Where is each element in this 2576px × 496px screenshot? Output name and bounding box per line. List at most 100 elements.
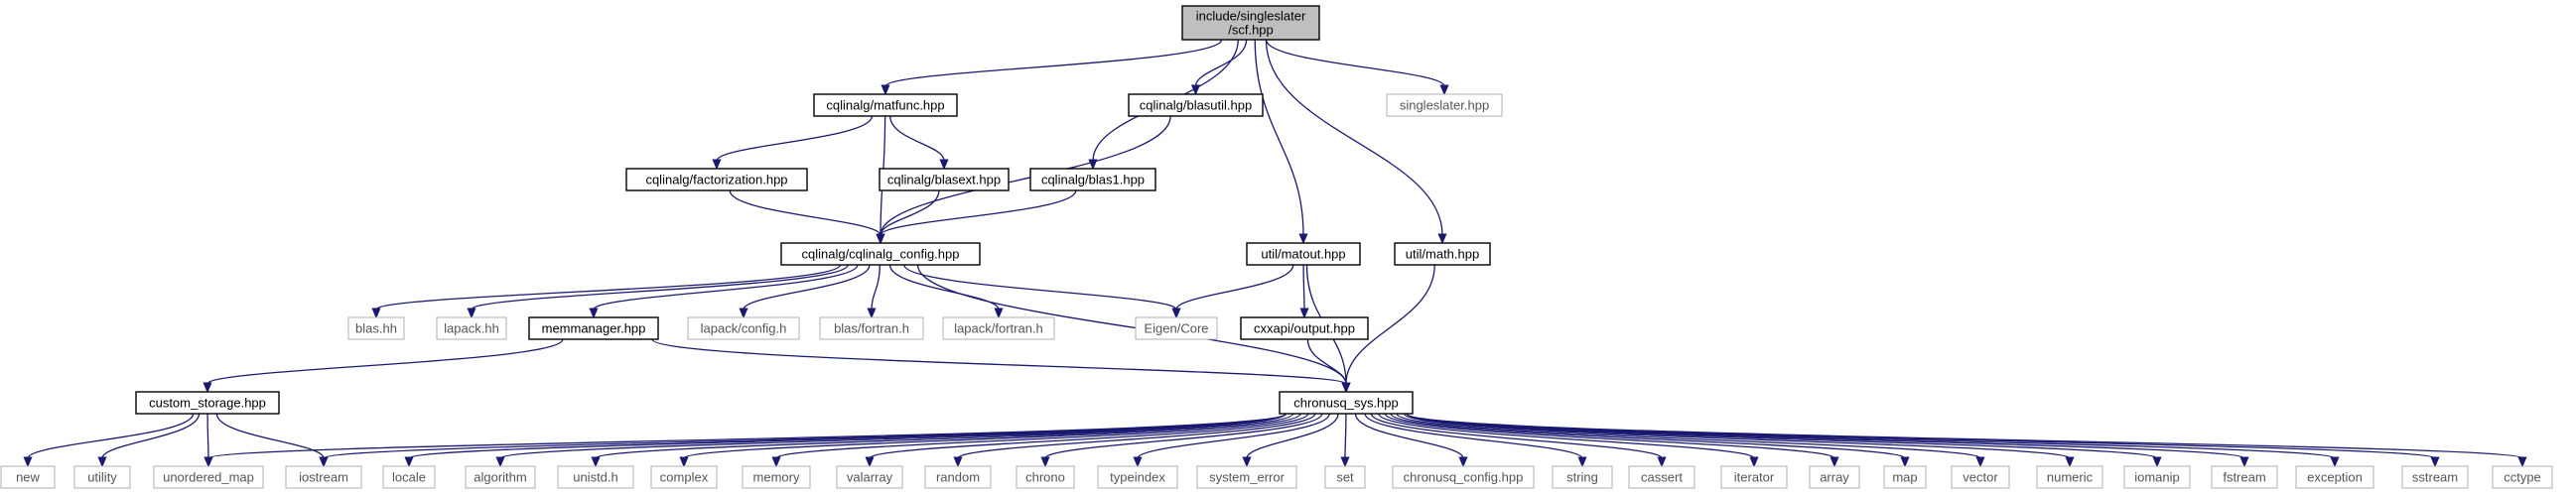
edge-config-to-memmanager	[593, 264, 859, 310]
node-label: Eigen/Core	[1144, 321, 1208, 336]
node-label: array	[1820, 470, 1849, 485]
node-label: cqlinalg/factorization.hpp	[645, 173, 787, 187]
edge-sys-to-cassert	[1370, 413, 1663, 459]
edge-arrowhead	[679, 456, 689, 468]
edge-arrowhead	[939, 159, 949, 171]
edge-custom-to-unordered-map	[206, 413, 209, 459]
edge-sys-to-map	[1390, 413, 1906, 459]
node-unordered-map: unordered_map	[153, 465, 264, 489]
edge-arrowhead	[1458, 456, 1468, 468]
node-chronusq-config: chronusq_config.hpp	[1392, 465, 1535, 489]
node-custom[interactable]: custom_storage.hpp	[135, 391, 280, 415]
edge-arrowhead	[865, 456, 875, 468]
edge-arrowhead	[867, 308, 877, 319]
node-set: set	[1324, 465, 1366, 489]
node-label: iomanip	[2134, 470, 2180, 485]
node-box	[1196, 465, 1297, 489]
node-label: util/matout.hpp	[1261, 247, 1345, 262]
node-box	[436, 316, 507, 340]
edge-arrowhead	[2152, 456, 2162, 468]
edge-custom-to-utility	[101, 413, 201, 459]
edge-arrowhead	[1299, 308, 1309, 319]
edge-arrowhead	[1900, 456, 1910, 468]
edge-arrowhead	[1749, 456, 1759, 468]
node-box	[1386, 93, 1503, 117]
edge-matout-to-eigen	[1175, 264, 1294, 310]
edge-arrowhead	[1437, 233, 1447, 245]
node-box	[819, 316, 924, 340]
node-locale: locale	[382, 465, 436, 489]
node-math[interactable]: util/math.hpp	[1394, 242, 1491, 266]
node-blas1[interactable]: cqlinalg/blas1.hpp	[1029, 168, 1156, 191]
edge-sys-to-unistd	[595, 413, 1288, 459]
node-cxxapi[interactable]: cxxapi/output.hpp	[1240, 316, 1369, 340]
edge-arrowhead	[1577, 456, 1587, 468]
node-label: utility	[87, 470, 117, 485]
edge-arrowhead	[1830, 456, 1839, 468]
node-label: cqlinalg/blasext.hpp	[887, 173, 1001, 187]
node-box	[1392, 465, 1535, 489]
edge-sys-to-set	[1344, 413, 1347, 459]
node-iostream: iostream	[285, 465, 362, 489]
node-box	[1279, 391, 1414, 415]
edge-arrowhead	[1340, 456, 1350, 468]
node-blashh: blas.hh	[347, 316, 405, 340]
node-memmanager[interactable]: memmanager.hpp	[528, 316, 659, 340]
node-factorization[interactable]: cqlinalg/factorization.hpp	[625, 168, 808, 191]
edge-arrowhead	[994, 308, 1004, 319]
edge-sys-to-string	[1364, 413, 1583, 459]
node-blasutil[interactable]: cqlinalg/blasutil.hpp	[1128, 93, 1264, 117]
node-box	[1951, 465, 2010, 489]
node-matout[interactable]: util/matout.hpp	[1246, 242, 1361, 266]
node-box	[1394, 242, 1491, 266]
node-sys[interactable]: chronusq_sys.hpp	[1279, 391, 1414, 415]
node-label: unordered_map	[163, 470, 254, 485]
node-box	[650, 465, 718, 489]
node-label: set	[1336, 470, 1354, 485]
node-label: vector	[1963, 470, 1998, 485]
node-label: numeric	[2047, 470, 2094, 485]
node-label: fstream	[2223, 470, 2265, 485]
edge-root-to-matout	[1254, 39, 1304, 236]
node-box	[813, 93, 958, 117]
node-box	[285, 465, 362, 489]
node-root[interactable]: include/singleslater/scf.hpp	[1181, 5, 1320, 41]
node-label: /scf.hpp	[1228, 23, 1274, 38]
node-map: map	[1883, 465, 1927, 489]
node-system-error: system_error	[1196, 465, 1297, 489]
node-config[interactable]: cqlinalg/cqlinalg_config.hpp	[780, 242, 981, 266]
node-box	[924, 465, 992, 489]
edge-config-to-eigen	[903, 264, 1177, 310]
node-random: random	[924, 465, 992, 489]
node-eigen: Eigen/Core	[1135, 316, 1218, 340]
node-label: cqlinalg/matfunc.hpp	[826, 98, 944, 113]
node-array: array	[1809, 465, 1860, 489]
edge-config-to-blashh	[375, 264, 842, 310]
edge-arrowhead	[1190, 84, 1201, 96]
node-box	[780, 242, 981, 266]
node-blasfortran: blas/fortran.h	[819, 316, 924, 340]
node-blasext[interactable]: cqlinalg/blasext.hpp	[879, 168, 1010, 191]
node-label: new	[16, 470, 40, 485]
node-valarray: valarray	[836, 465, 903, 489]
node-label: iostream	[299, 470, 348, 485]
node-algorithm: algorithm	[465, 465, 536, 489]
edge-arrowhead	[2430, 456, 2440, 468]
node-matfunc[interactable]: cqlinalg/matfunc.hpp	[813, 93, 958, 117]
node-label: lapack/fortran.h	[954, 321, 1043, 336]
node-label: random	[936, 470, 980, 485]
node-lapackfortran: lapack/fortran.h	[942, 316, 1055, 340]
node-label: memmanager.hpp	[542, 321, 646, 336]
node-label: lapack/config.h	[701, 321, 787, 336]
node-label: cqlinalg/cqlinalg_config.hpp	[801, 247, 959, 262]
node-box	[1097, 465, 1178, 489]
node-box	[2492, 465, 2553, 489]
edge-root-to-math	[1265, 39, 1443, 236]
node-label: cassert	[1641, 470, 1683, 485]
node-box	[2211, 465, 2278, 489]
edge-root-to-blasutil	[1194, 39, 1248, 87]
node-label: chronusq_config.hpp	[1404, 470, 1524, 485]
node-label: blas/fortran.h	[834, 321, 909, 336]
node-lapackconfig: lapack/config.h	[687, 316, 800, 340]
edge-arrowhead	[319, 456, 329, 468]
